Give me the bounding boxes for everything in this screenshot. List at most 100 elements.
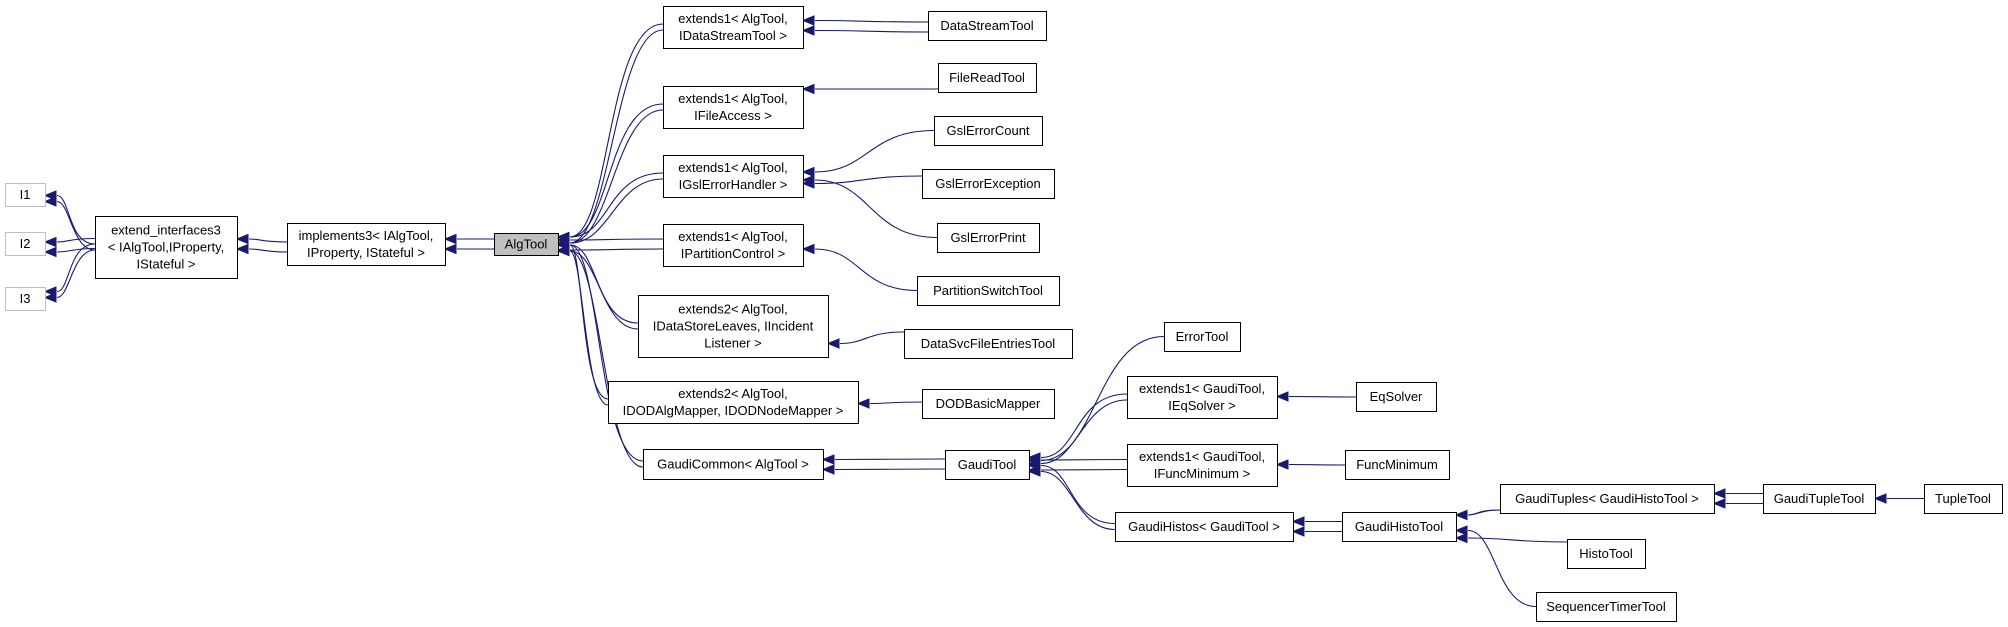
class-node-gaudihistotool[interactable]: GaudiHistoTool xyxy=(1342,512,1457,542)
arrowhead-icon xyxy=(1712,488,1726,499)
arrowhead-icon xyxy=(801,25,815,36)
class-node-eqsolver[interactable]: EqSolver xyxy=(1356,382,1437,412)
node-label: FuncMinimum xyxy=(1356,457,1438,472)
arrowhead-icon xyxy=(43,292,57,303)
node-box xyxy=(1924,484,2003,514)
inheritance-edge xyxy=(569,250,639,330)
class-node-ext-datastream[interactable]: extends1< AlgTool,IDataStreamTool > xyxy=(663,6,804,49)
node-label: GaudiCommon< AlgTool > xyxy=(657,457,809,472)
node-label: GaudiTupleTool xyxy=(1774,491,1865,506)
inheritance-edge xyxy=(569,23,664,238)
arrowhead-icon xyxy=(1291,516,1305,527)
arrowhead-icon xyxy=(1027,466,1041,477)
class-node-gslerrorprint[interactable]: GslErrorPrint xyxy=(937,223,1040,253)
node-label: implements3< IAlgTool, xyxy=(299,228,434,243)
node-label: FileReadTool xyxy=(949,70,1025,85)
node-box xyxy=(1356,382,1437,412)
class-node-ext-partition[interactable]: extends1< AlgTool,IPartitionControl > xyxy=(663,224,804,267)
class-node-gauditool[interactable]: GaudiTool xyxy=(945,450,1030,480)
node-box xyxy=(5,183,46,207)
node-box xyxy=(1127,376,1278,419)
class-node-gaudituples[interactable]: GaudiTuples< GaudiHistoTool > xyxy=(1500,484,1715,514)
inheritance-edge xyxy=(569,244,639,324)
arrowhead-icon xyxy=(821,464,835,475)
arrowhead-icon xyxy=(821,454,835,465)
node-box xyxy=(643,449,824,480)
inheritance-edge xyxy=(56,247,96,253)
node-label: DODBasicMapper xyxy=(936,396,1041,411)
arrowhead-icon xyxy=(826,338,840,349)
class-node-ext-eqsolver[interactable]: extends1< GaudiTool,IEqSolver > xyxy=(1127,376,1278,419)
arrowhead-icon xyxy=(1275,391,1289,402)
node-label: extend_interfaces3 xyxy=(111,223,221,238)
inheritance-edge xyxy=(1040,335,1165,462)
inheritance-edge xyxy=(1467,509,1501,516)
class-node-tupletool[interactable]: TupleTool xyxy=(1924,484,2003,514)
inheritance-edge xyxy=(1288,463,1346,466)
node-box xyxy=(1115,512,1294,542)
node-box xyxy=(917,276,1060,306)
class-node-datasvcfileentriestool[interactable]: DataSvcFileEntriesTool xyxy=(904,329,1073,359)
class-node-ext2-datastore[interactable]: extends2< AlgTool,IDataStoreLeaves, IInc… xyxy=(638,295,829,358)
node-box xyxy=(5,232,46,256)
inheritance-edge xyxy=(569,29,664,244)
class-node-gaudicommon[interactable]: GaudiCommon< AlgTool > xyxy=(643,449,824,480)
class-node-gslerrorexception[interactable]: GslErrorException xyxy=(922,169,1055,199)
inheritance-edge xyxy=(248,238,288,243)
arrowhead-icon xyxy=(1712,498,1726,509)
node-label: < IAlgTool,IProperty, xyxy=(108,240,224,255)
node-box xyxy=(1345,450,1450,480)
class-node-funcminimum[interactable]: FuncMinimum xyxy=(1345,450,1450,480)
class-node-i1: I1 xyxy=(5,183,46,207)
class-node-partitionswitchtool[interactable]: PartitionSwitchTool xyxy=(917,276,1060,306)
node-box xyxy=(1164,322,1241,352)
node-label: IFileAccess > xyxy=(694,108,772,123)
inheritance-edge xyxy=(56,249,96,299)
inheritance-edge xyxy=(569,250,609,406)
node-label: IEqSolver > xyxy=(1168,398,1236,413)
node-label: DataSvcFileEntriesTool xyxy=(921,336,1055,351)
inheritance-edge xyxy=(56,194,96,245)
node-label: IDODAlgMapper, IDODNodeMapper > xyxy=(623,403,844,418)
node-label: I1 xyxy=(20,187,31,202)
inheritance-edge xyxy=(814,19,929,23)
node-label: extends1< AlgTool, xyxy=(678,91,788,106)
inheritance-edge xyxy=(1040,399,1128,465)
node-box xyxy=(922,389,1055,419)
inheritance-edge xyxy=(1040,393,1128,459)
arrowhead-icon xyxy=(235,233,249,245)
node-label: IFuncMinimum > xyxy=(1154,466,1250,481)
class-node-histotool[interactable]: HistoTool xyxy=(1567,539,1646,569)
class-node-errortool[interactable]: ErrorTool xyxy=(1164,322,1241,352)
node-label: SequencerTimerTool xyxy=(1546,599,1666,614)
class-node-ext-funcmin[interactable]: extends1< GaudiTool,IFuncMinimum > xyxy=(1127,444,1278,487)
class-node-gaudihistos[interactable]: GaudiHistos< GaudiTool > xyxy=(1115,512,1294,542)
node-label: GslErrorPrint xyxy=(950,230,1026,245)
inheritance-edge xyxy=(1040,468,1128,471)
class-node-extend-interfaces3[interactable]: extend_interfaces3< IAlgTool,IProperty,I… xyxy=(95,216,238,279)
inheritance-edge xyxy=(814,129,935,173)
inheritance-edge xyxy=(569,238,664,241)
class-node-ext-gslerror[interactable]: extends1< AlgTool,IGslErrorHandler > xyxy=(663,155,804,198)
class-node-ext2-dod[interactable]: extends2< AlgTool,IDODAlgMapper, IDODNod… xyxy=(608,381,859,424)
inheritance-edge xyxy=(569,250,644,468)
arrowhead-icon xyxy=(1454,509,1468,521)
class-node-dodbasicmapper[interactable]: DODBasicMapper xyxy=(922,389,1055,419)
inheritance-edge xyxy=(1467,529,1537,608)
class-node-filereadtool[interactable]: FileReadTool xyxy=(938,63,1037,93)
inheritance-edge xyxy=(56,243,96,293)
node-label: GaudiTool xyxy=(958,457,1017,472)
node-box xyxy=(663,155,804,198)
class-node-sequencertimertool[interactable]: SequencerTimerTool xyxy=(1536,592,1677,622)
class-node-gauditupletool[interactable]: GaudiTupleTool xyxy=(1763,484,1876,514)
node-label: extends1< AlgTool, xyxy=(678,160,788,175)
node-label: GslErrorException xyxy=(935,176,1040,191)
class-node-ext-fileaccess[interactable]: extends1< AlgTool, IFileAccess > xyxy=(663,86,804,129)
class-node-gslerrorcount[interactable]: GslErrorCount xyxy=(934,116,1043,146)
class-node-implements3[interactable]: implements3< IAlgTool,IProperty, IStatef… xyxy=(287,223,446,266)
class-node-datastreamtool[interactable]: DataStreamTool xyxy=(928,11,1047,41)
node-label: EqSolver xyxy=(1370,389,1423,404)
node-box xyxy=(5,287,46,311)
node-box xyxy=(937,223,1040,253)
